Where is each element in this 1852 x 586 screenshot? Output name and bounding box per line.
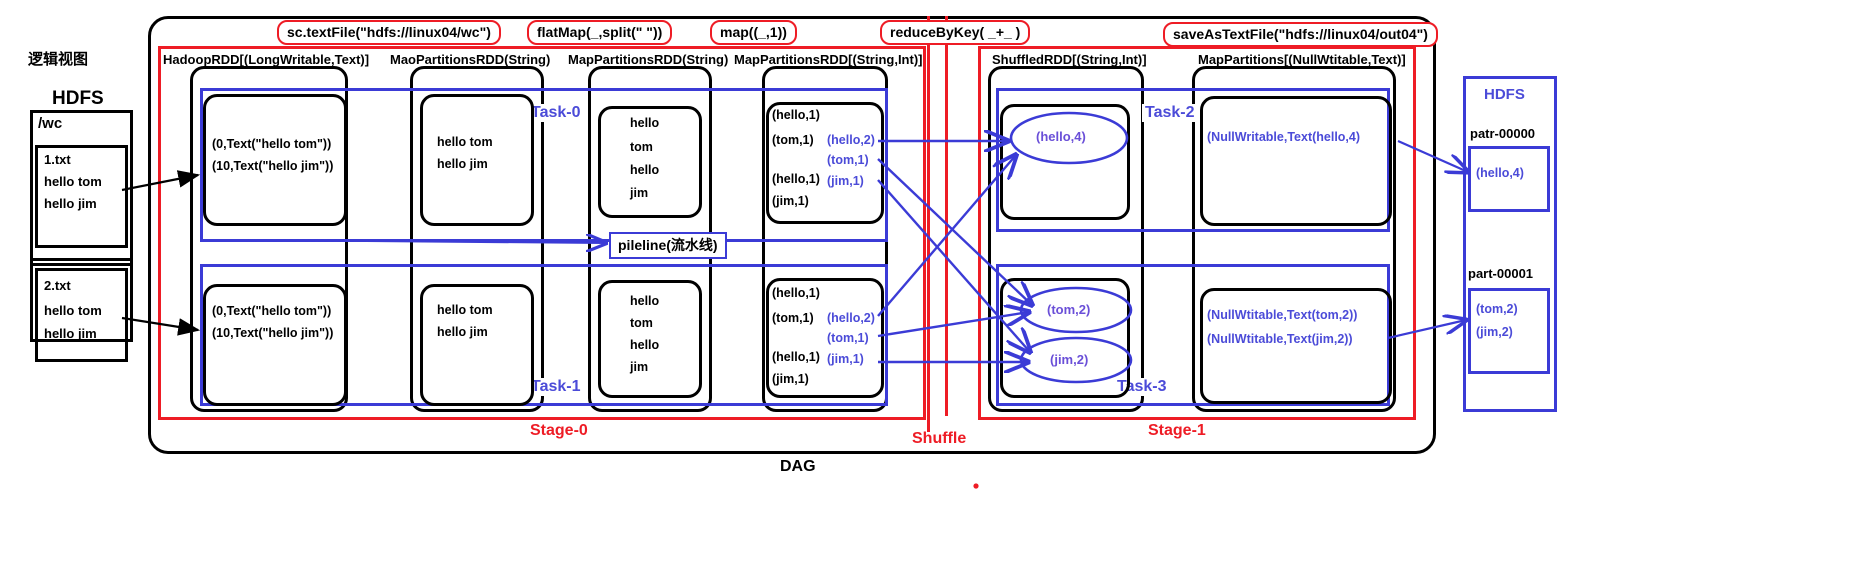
- task-0-label: Task-0: [528, 104, 584, 122]
- partition-hadooprdd-0-line-0: (0,Text("hello tom")): [212, 137, 332, 151]
- rdd-title-mappartitions-1: MaoPartitionsRDD(String): [390, 52, 551, 67]
- partition-mappartitions2-0: [598, 106, 702, 218]
- hdfs-file-2-name: 2.txt: [44, 278, 71, 293]
- partition-hadooprdd-1: [203, 284, 347, 406]
- shuffle-line-left: [927, 16, 930, 432]
- partition-mappartitionsstringint-0-line-3: (jim,1): [772, 194, 809, 208]
- hdfs-file-1-line-1: hello jim: [44, 196, 97, 211]
- hdfs-output-part-0-name: patr-00000: [1470, 126, 1536, 141]
- dag-label: DAG: [780, 458, 816, 475]
- partition-mappartitions1-1: [420, 284, 534, 406]
- logical-view-label: 逻辑视图: [28, 51, 89, 68]
- partition-mappartitions2-1-line-3: jim: [630, 360, 649, 374]
- hdfs-input-path: /wc: [38, 115, 63, 132]
- partition-mappartitions1-0-line-1: hello jim: [437, 157, 488, 171]
- partition-mappartitions1-0: [420, 94, 534, 226]
- pipeline-callout[interactable]: pileline(流水线): [609, 232, 727, 259]
- rdd-title-mappartitions-stringint: MapPartitionsRDD[(String,Int)]: [734, 52, 923, 67]
- task-1-label: Task-1: [528, 378, 584, 396]
- partition-mappartitionsnull-1: [1200, 288, 1392, 404]
- combined-0-line-1: (tom,1): [827, 153, 869, 167]
- op-saveastextfile-callout[interactable]: saveAsTextFile("hdfs://linux04/out04"): [1163, 22, 1438, 48]
- hdfs-output-part-1-name: part-00001: [1468, 266, 1534, 281]
- stage-1-label: Stage-1: [1148, 422, 1206, 439]
- partition-mappartitions1-0-line-0: hello tom: [437, 135, 493, 149]
- rdd-mappartitionsnull-container: [1192, 66, 1396, 412]
- partition-shuffledrdd-0: [1000, 104, 1130, 220]
- partition-mappartitions2-0-line-2: hello: [630, 163, 660, 177]
- dag-container: [148, 16, 1436, 454]
- partition-mappartitionsstringint-1-line-2: (hello,1): [772, 350, 820, 364]
- hdfs-file-2-line-0: hello tom: [44, 303, 102, 318]
- partition-mappartitions1-1-line-1: hello jim: [437, 325, 488, 339]
- combined-1-line-2: (jim,1): [827, 352, 864, 366]
- partition-mappartitionsnull-0: [1200, 96, 1392, 226]
- hdfs-output-part-0: [1468, 146, 1550, 212]
- shuffle-line-right: [945, 16, 948, 416]
- hdfs-file-2: [35, 268, 128, 362]
- partition-hadooprdd-0-line-1: (10,Text("hello jim")): [212, 159, 334, 173]
- partition-mappartitions2-0-line-3: jim: [630, 186, 649, 200]
- hdfs-file-1-name: 1.txt: [44, 152, 71, 167]
- partition-shuffledrdd-1: [1000, 278, 1130, 398]
- partition-mappartitionsstringint-0-line-1: (tom,1): [772, 133, 814, 147]
- shuffle-label: Shuffle: [912, 430, 967, 447]
- partition-hadooprdd-1-line-1: (10,Text("hello jim")): [212, 326, 334, 340]
- partition-mappartitionsstringint-0-line-2: (hello,1): [772, 172, 820, 186]
- rdd-title-mappartitions-2: MapPartitionsRDD(String): [568, 52, 729, 67]
- hdfs-output-title: HDFS: [1484, 86, 1525, 103]
- hdfs-file-2-line-1: hello jim: [44, 326, 97, 341]
- hdfs-output-part-1-line-0: (tom,2): [1476, 302, 1518, 316]
- output-record-1-line-0: (NullWtitable,Text(tom,2)): [1207, 308, 1358, 322]
- shuffled-result-hello: (hello,4): [1036, 129, 1086, 144]
- rdd-title-mappartitions-nullwritable: MapPartitions[(NullWtitable,Text)]: [1198, 52, 1406, 67]
- hdfs-file-1-line-0: hello tom: [44, 174, 102, 189]
- output-record-0-line-0: (NullWritable,Text(hello,4): [1207, 130, 1361, 144]
- partition-mappartitions2-0-line-0: hello: [630, 116, 660, 130]
- partition-mappartitionsstringint-1-line-3: (jim,1): [772, 372, 809, 386]
- bottom-dot: [973, 483, 979, 489]
- hdfs-output-container: [1463, 76, 1557, 412]
- combined-1-line-1: (tom,1): [827, 331, 869, 345]
- partition-mappartitions2-1-line-0: hello: [630, 294, 660, 308]
- hdfs-output-part-0-line-0: (hello,4): [1476, 166, 1524, 180]
- partition-mappartitions2-1-line-2: hello: [630, 338, 660, 352]
- shuffled-result-tom: (tom,2): [1047, 302, 1091, 317]
- op-textfile-callout[interactable]: sc.textFile("hdfs://linux04/wc"): [277, 20, 501, 46]
- partition-mappartitionsstringint-1-line-0: (hello,1): [772, 286, 820, 300]
- op-map-callout[interactable]: map((_,1)): [710, 20, 797, 46]
- op-reducebykey-callout[interactable]: reduceByKey( _+_ ): [880, 20, 1031, 46]
- rdd-title-hadooprdd: HadoopRDD[(LongWritable,Text)]: [163, 52, 370, 67]
- stage-0-label: Stage-0: [530, 422, 588, 439]
- partition-mappartitionsstringint-0-line-0: (hello,1): [772, 108, 820, 122]
- partition-mappartitions2-0-line-1: tom: [630, 140, 653, 154]
- partition-mappartitionsstringint-1-line-1: (tom,1): [772, 311, 814, 325]
- shuffled-result-jim: (jim,2): [1050, 352, 1089, 367]
- combined-0-line-0: (hello,2): [827, 133, 875, 147]
- partition-mappartitions2-1: [598, 280, 702, 398]
- partition-hadooprdd-1-line-0: (0,Text("hello tom")): [212, 304, 332, 318]
- combined-0-line-2: (jim,1): [827, 174, 864, 188]
- task-2-label: Task-2: [1142, 104, 1198, 122]
- hdfs-output-part-1-line-1: (jim,2): [1476, 325, 1513, 339]
- partition-hadooprdd-0: [203, 94, 347, 226]
- partition-mappartitions2-1-line-1: tom: [630, 316, 653, 330]
- output-record-1-line-1: (NullWtitable,Text(jim,2)): [1207, 332, 1353, 346]
- rdd-title-shuffledrdd: ShuffledRDD[(String,Int)]: [992, 52, 1147, 67]
- hdfs-file-1: [35, 145, 128, 248]
- combined-1-line-0: (hello,2): [827, 311, 875, 325]
- hdfs-input-title: HDFS: [52, 88, 104, 109]
- partition-mappartitions1-1-line-0: hello tom: [437, 303, 493, 317]
- hdfs-input-container-2: [30, 258, 133, 342]
- op-flatmap-callout[interactable]: flatMap(_,split(" ")): [527, 20, 673, 46]
